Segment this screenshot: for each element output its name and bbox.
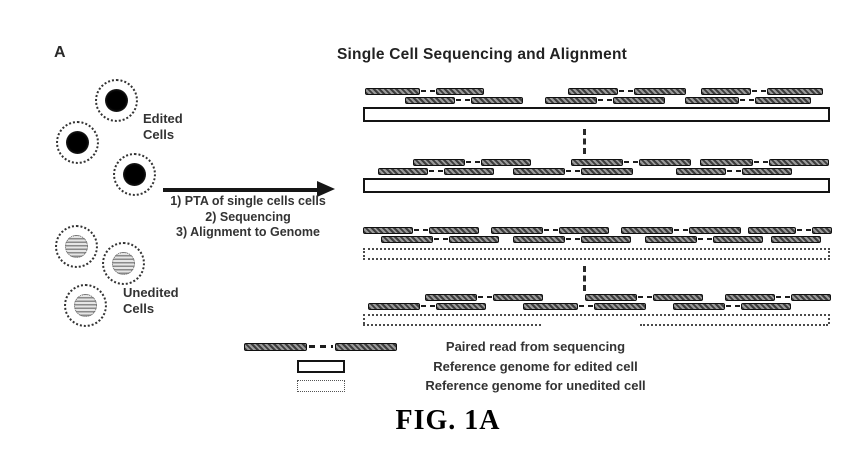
paired-read — [571, 158, 691, 166]
unedited-cell — [55, 225, 98, 268]
paired-read — [748, 226, 832, 234]
paired-read — [405, 96, 523, 104]
ellipsis-connector — [583, 266, 586, 291]
paired-read — [413, 158, 531, 166]
paired-read — [378, 167, 494, 175]
alignment-panel-edited-cell-2 — [363, 158, 830, 196]
edited-cell — [95, 79, 138, 122]
unedited-nucleus-icon — [112, 252, 135, 275]
reference-genome-bar-edited-cell-1 — [363, 107, 830, 122]
reference-genome-unedited-icon — [228, 379, 413, 392]
paired-read-icon — [228, 342, 413, 351]
edited-cell — [113, 153, 156, 196]
alignment-panel-unedited-cell-2 — [363, 293, 831, 331]
legend-row-paired-read: Paired read from sequencing — [228, 337, 658, 357]
diagram-title: Single Cell Sequencing and Alignment — [337, 46, 627, 63]
reference-genome-bar-edited-cell-2 — [363, 178, 830, 193]
ellipsis-connector — [583, 129, 586, 154]
reference-genome-bar-unedited-cell-2 — [363, 314, 830, 324]
paired-read — [363, 226, 479, 234]
paired-read — [645, 235, 763, 243]
edited-nucleus-icon — [105, 89, 128, 112]
process-arrow-icon — [163, 181, 335, 197]
paired-read — [513, 167, 633, 175]
paired-read — [365, 87, 484, 95]
reference-genome-edited-icon — [228, 359, 413, 373]
legend-row-reference-unedited: Reference genome for unedited cell — [228, 376, 658, 396]
paired-read — [381, 235, 499, 243]
process-step-1: 1) PTA of single cells cells — [170, 194, 326, 208]
legend-row-reference-edited: Reference genome for edited cell — [228, 357, 658, 377]
panel-label: A — [54, 44, 66, 61]
alignment-panel-unedited-cell-1 — [363, 226, 832, 264]
reference-bottom-segment-left — [363, 324, 541, 326]
unedited-cell — [64, 284, 107, 327]
paired-read — [545, 96, 665, 104]
paired-read — [701, 87, 823, 95]
process-step-2: 2) Sequencing — [205, 209, 291, 224]
edited-nucleus-icon — [66, 131, 89, 154]
paired-read — [621, 226, 741, 234]
paired-read — [725, 293, 831, 301]
paired-read — [673, 302, 791, 310]
edited-cell — [56, 121, 99, 164]
paired-read — [685, 96, 811, 104]
legend-label: Reference genome for unedited cell — [425, 378, 646, 394]
legend: Paired read from sequencing Reference ge… — [228, 337, 658, 396]
paired-read — [513, 235, 631, 243]
unedited-nucleus-icon — [74, 294, 97, 317]
paired-read — [585, 293, 703, 301]
figure-caption: FIG. 1A — [395, 405, 501, 436]
alignment-panels — [363, 0, 832, 459]
paired-read — [368, 302, 486, 310]
reference-bottom-segment-right — [640, 324, 828, 326]
process-step-3: 3) Alignment to Genome — [176, 225, 320, 239]
paired-read — [491, 226, 609, 234]
paired-read — [523, 302, 646, 310]
paired-read — [568, 87, 686, 95]
legend-label: Paired read from sequencing — [445, 339, 626, 355]
edited-nucleus-icon — [123, 163, 146, 186]
legend-label: Reference genome for edited cell — [433, 358, 638, 374]
unedited-cells-label: Unedited Cells — [123, 285, 179, 316]
process-steps: 1) PTA of single cells cells 2) Sequenci… — [148, 194, 348, 241]
paired-read — [771, 235, 821, 243]
unedited-cell — [102, 242, 145, 285]
paired-read — [425, 293, 543, 301]
paired-read — [676, 167, 792, 175]
arrow-shaft — [163, 188, 319, 192]
edited-cells-label: Edited Cells — [143, 111, 183, 142]
arrow-head — [317, 181, 335, 197]
reference-genome-bar-unedited-cell-1 — [363, 248, 830, 260]
unedited-nucleus-icon — [65, 235, 88, 258]
alignment-panel-edited-cell-1 — [363, 87, 830, 125]
paired-read — [700, 158, 829, 166]
